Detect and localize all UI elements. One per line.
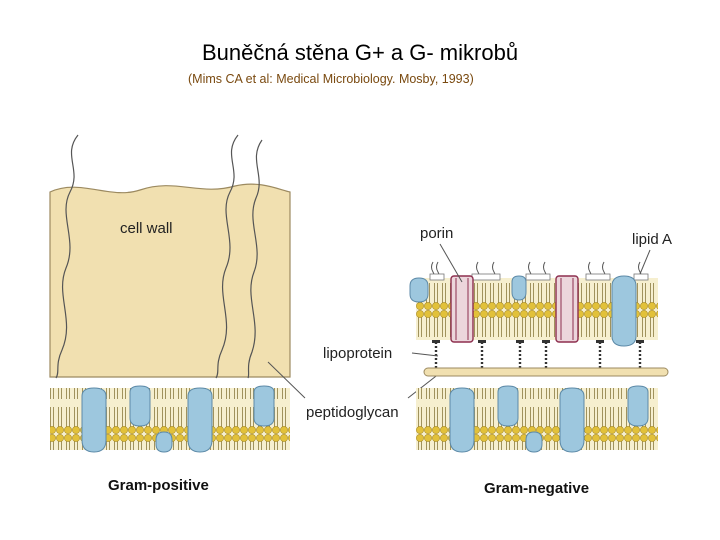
teichoic-acid-strand — [215, 134, 239, 379]
citation: (Mims CA et al: Medical Microbiology. Mo… — [188, 72, 474, 86]
outer-membrane-protein — [511, 275, 527, 301]
membrane-protein — [525, 431, 543, 453]
porin — [555, 275, 579, 343]
teichoic-acid-strand — [55, 134, 79, 379]
outer-membrane-protein — [611, 275, 637, 347]
leader-peptidoglycan-gp — [267, 361, 306, 399]
label-lipid-a: lipid A — [632, 231, 672, 248]
label-peptidoglycan: peptidoglycan — [306, 404, 399, 421]
lipid-a-groups — [429, 273, 649, 281]
label-porin: porin — [420, 225, 453, 242]
membrane-protein — [253, 385, 275, 427]
leader-lipoprotein — [411, 352, 439, 357]
teichoic-acid-strand — [247, 139, 263, 379]
membrane-protein — [449, 387, 475, 453]
membrane-protein — [187, 387, 213, 453]
page-title: Buněčná stěna G+ a G- mikrobů — [201, 40, 519, 65]
membrane-protein — [81, 387, 107, 453]
caption-gram-negative: Gram-negative — [484, 480, 589, 497]
caption-gram-positive: Gram-positive — [108, 477, 209, 494]
gram-negative-panel — [409, 261, 669, 453]
label-lipoprotein: lipoprotein — [323, 345, 392, 362]
membrane-protein — [559, 387, 585, 453]
membrane-protein — [155, 431, 173, 453]
leader-porin — [439, 243, 463, 283]
porin — [450, 275, 474, 343]
label-cell-wall: cell wall — [120, 220, 173, 237]
outer-membrane-protein — [409, 277, 429, 303]
membrane-protein — [129, 385, 151, 427]
membrane-protein — [627, 385, 649, 427]
gram-positive-panel: cell wall — [49, 134, 291, 453]
membrane-protein — [497, 385, 519, 427]
gram-positive-cell-wall — [49, 183, 291, 378]
leader-peptidoglycan-gn — [407, 372, 441, 399]
lipoprotein-heads — [432, 340, 644, 343]
lipoproteins — [434, 342, 642, 368]
leader-lipid-a — [639, 249, 651, 275]
gram-negative-peptidoglycan — [423, 367, 669, 377]
